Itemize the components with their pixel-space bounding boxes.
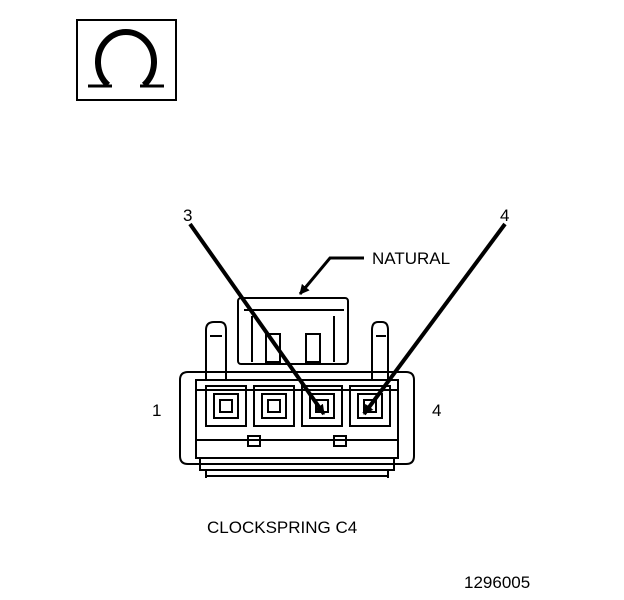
leader-line-pin-4 bbox=[362, 222, 507, 416]
callout-pin-3: 3 bbox=[183, 206, 192, 225]
leader-line-pin-3 bbox=[188, 222, 326, 416]
pin-cavity-1 bbox=[205, 385, 247, 427]
figure-number: 1296005 bbox=[464, 573, 530, 592]
connector-caption: CLOCKSPRING C4 bbox=[207, 518, 357, 537]
pin-cavity-2 bbox=[253, 385, 295, 427]
color-label: NATURAL bbox=[372, 249, 450, 268]
side-label-left: 1 bbox=[152, 401, 161, 420]
connector-body bbox=[179, 297, 415, 478]
side-label-right: 4 bbox=[432, 401, 441, 420]
callout-pin-4: 4 bbox=[500, 206, 509, 225]
leader-line-natural bbox=[298, 256, 364, 295]
ohm-icon bbox=[76, 19, 177, 101]
